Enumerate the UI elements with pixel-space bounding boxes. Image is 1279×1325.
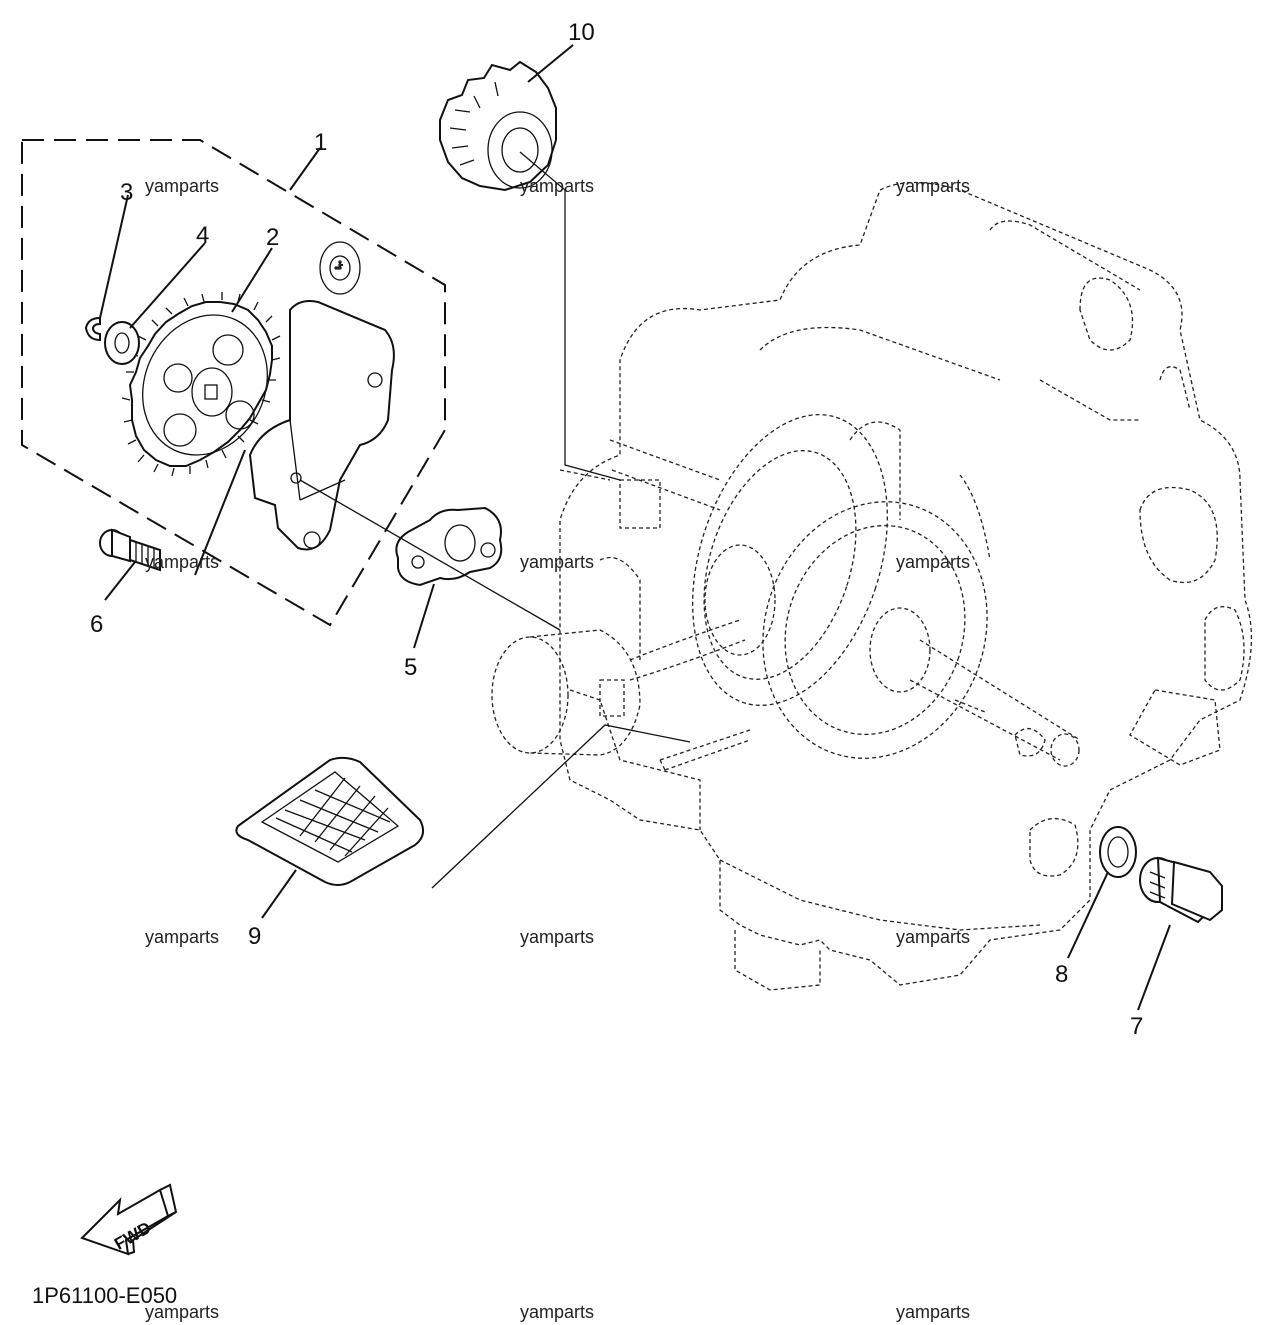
callout-8: 8 (1055, 961, 1068, 988)
fwd-label: FWD (111, 1218, 154, 1254)
watermark: yamparts (896, 176, 970, 196)
forward-arrow-icon: FWD (80, 1183, 178, 1256)
callout-7: 7 (1130, 1013, 1143, 1040)
bolt-6 (99, 528, 161, 572)
gear-2 (121, 292, 281, 477)
watermark: yamparts (896, 552, 970, 572)
callout-6: 6 (90, 611, 103, 638)
callout-4: 4 (196, 222, 209, 249)
callout-9: 9 (248, 923, 261, 950)
gasket-5 (395, 506, 503, 587)
strainer-9 (235, 756, 425, 886)
washer-8 (1099, 826, 1137, 878)
watermark: yamparts (145, 176, 219, 196)
watermark: yamparts (896, 927, 970, 947)
callout-5: 5 (404, 654, 417, 681)
watermark: yamparts (520, 552, 594, 572)
watermark: yamparts (145, 552, 219, 572)
watermark: yamparts (896, 1302, 970, 1322)
crankcase-outline (559, 181, 1253, 991)
callout-1: 1 (314, 129, 327, 156)
diagram-code: 1P61100-E050 (32, 1283, 177, 1308)
watermark: yamparts (145, 1302, 219, 1322)
circlip-3 (84, 316, 101, 342)
crankshaft-assembly (559, 414, 1081, 767)
gear-10 (439, 60, 557, 192)
group-boundary (21, 139, 446, 627)
drain-bolt-7 (1139, 856, 1223, 924)
washer-4 (104, 321, 140, 365)
oil-pump-body (248, 241, 395, 551)
watermark: yamparts (520, 927, 594, 947)
callout-3: 3 (120, 179, 133, 206)
watermarks: yamparts yamparts yamparts yamparts yamp… (145, 176, 970, 1322)
watermark: yamparts (520, 1302, 594, 1322)
watermark: yamparts (145, 927, 219, 947)
leader-lines (99, 44, 1171, 1011)
piston (491, 629, 751, 771)
callout-10: 10 (568, 19, 595, 46)
watermark: yamparts (520, 176, 594, 196)
callout-2: 2 (266, 224, 279, 251)
callout-labels: 10 1 3 4 2 6 5 9 8 7 (90, 19, 1143, 1040)
